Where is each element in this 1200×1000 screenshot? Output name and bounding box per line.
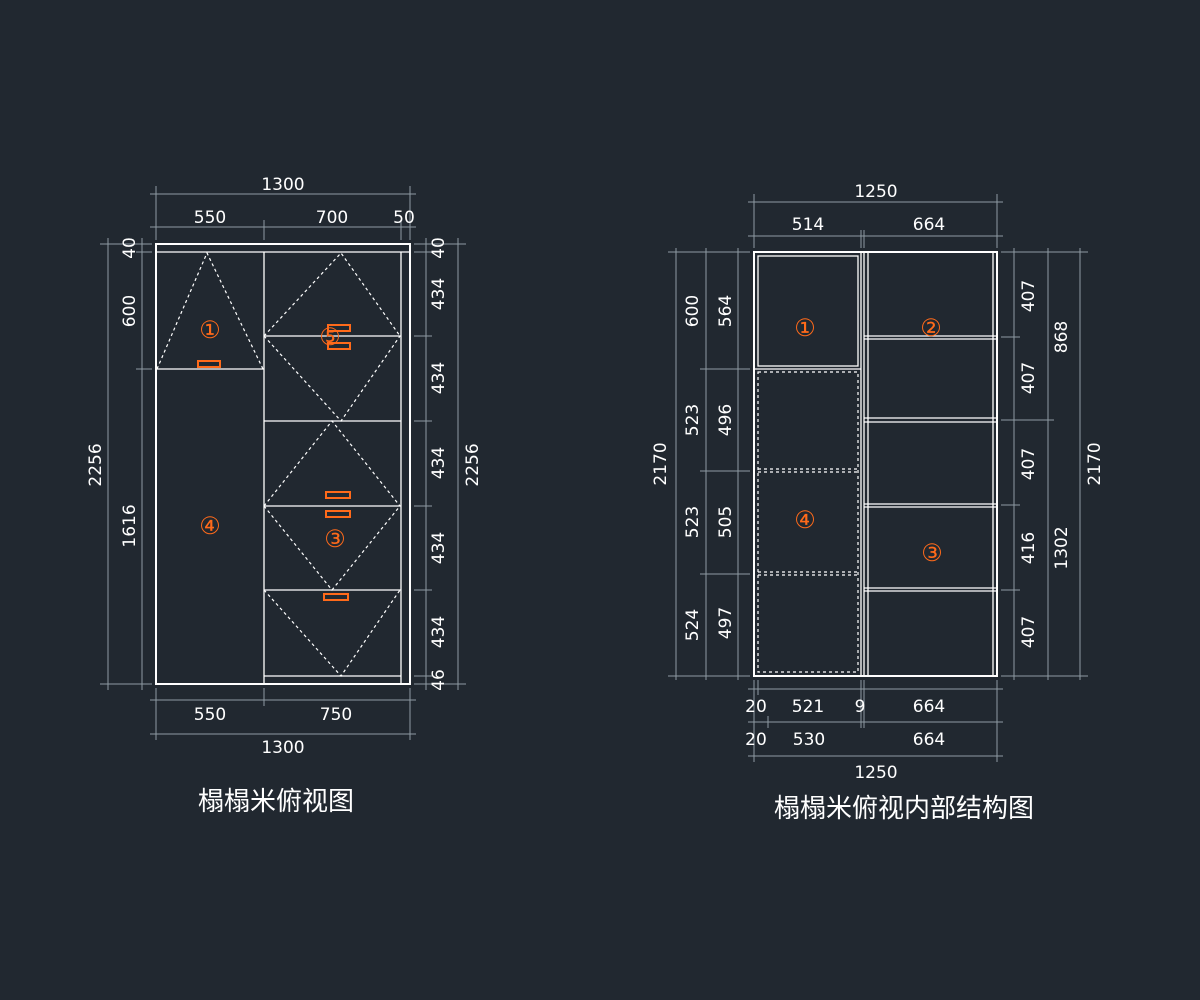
right-right-side-dimensions: 407 407 407 416 407 868 1302 2170 xyxy=(1001,248,1105,680)
dim-label: 20 xyxy=(745,697,767,717)
dim-label: 434 xyxy=(429,447,449,479)
dim-label: 9 xyxy=(855,697,866,717)
right-compartment-4 xyxy=(757,371,859,673)
dim-label: 514 xyxy=(792,215,824,235)
compartment-label: ④ xyxy=(199,512,221,540)
handle-icon xyxy=(327,324,351,332)
dim-label: 407 xyxy=(1019,616,1039,648)
right-compartment-1 xyxy=(757,255,859,367)
dim-label: 434 xyxy=(429,532,449,564)
dim-label: 750 xyxy=(320,705,352,725)
dim-label: 20 xyxy=(745,730,767,750)
right-bottom-dimensions: 20 521 9 664 20 530 664 1250 xyxy=(745,680,1003,783)
dim-label: 434 xyxy=(429,278,449,310)
dim-label: 496 xyxy=(716,404,736,436)
dim-label: 564 xyxy=(716,295,736,327)
dim-label: 497 xyxy=(716,607,736,639)
dim-label: 1616 xyxy=(120,504,140,547)
dim-label: 868 xyxy=(1052,321,1072,353)
dim-label: 2256 xyxy=(463,443,483,486)
dim-label: 46 xyxy=(429,669,449,691)
dim-label: 664 xyxy=(913,697,945,717)
compartment-label: ① xyxy=(199,316,221,344)
dim-label: 40 xyxy=(429,237,449,259)
left-lid-marking-5a xyxy=(263,252,401,337)
dim-label: 550 xyxy=(194,208,226,228)
dim-label: 664 xyxy=(913,730,945,750)
compartment-label: ② xyxy=(920,314,942,342)
left-lid-marking-5b xyxy=(263,335,401,422)
dim-label: 416 xyxy=(1019,532,1039,564)
dim-label: 2256 xyxy=(86,443,106,486)
dim-label: 523 xyxy=(683,506,703,538)
dim-label: 600 xyxy=(683,295,703,327)
compartment-label: ⑤ xyxy=(319,323,341,351)
dim-label: 523 xyxy=(683,404,703,436)
right-top-dimensions: 1250 514 664 xyxy=(748,182,1003,248)
dim-label: 434 xyxy=(429,362,449,394)
dim-label: 600 xyxy=(120,295,140,327)
dim-label: 50 xyxy=(393,208,415,228)
left-drawing: ① ⑤ ③ ④ 1300 550 700 50 550 750 1300 xyxy=(86,175,483,817)
dim-label: 407 xyxy=(1019,448,1039,480)
right-side-dimensions: 40 434 434 434 434 434 46 2256 xyxy=(414,237,483,691)
left-lid-marking-4 xyxy=(263,589,401,677)
dim-label: 1250 xyxy=(854,763,897,783)
dim-label: 664 xyxy=(913,215,945,235)
dim-label: 1302 xyxy=(1052,526,1072,569)
handle-icon xyxy=(327,342,351,350)
right-cabinet-outline xyxy=(753,251,998,677)
dim-label: 550 xyxy=(194,705,226,725)
left-bottom-dimensions: 550 750 1300 xyxy=(150,688,416,758)
compartment-label: ③ xyxy=(324,525,346,553)
dim-label: 524 xyxy=(683,609,703,641)
dim-label: 434 xyxy=(429,616,449,648)
left-cabinet-outline xyxy=(155,243,411,685)
dim-label: 40 xyxy=(120,237,140,259)
left-top-dimensions: 1300 550 700 50 xyxy=(150,175,416,240)
dim-label: 530 xyxy=(793,730,825,750)
compartment-label: ③ xyxy=(921,539,943,567)
handle-icon xyxy=(325,491,351,499)
dim-label: 1300 xyxy=(261,175,304,195)
dim-label: 2170 xyxy=(1085,442,1105,485)
dim-label: 505 xyxy=(716,506,736,538)
dim-label: 1250 xyxy=(854,182,897,202)
right-drawing: ① ② ③ ④ 1250 514 664 20 52 xyxy=(651,182,1105,824)
drawing-title: 榻榻米俯视图 xyxy=(198,787,354,817)
left-lid-marking-1 xyxy=(156,251,264,370)
dim-label: 521 xyxy=(792,697,824,717)
left-lid-marking-3b xyxy=(263,505,401,591)
compartment-label: ④ xyxy=(794,506,816,534)
handle-icon xyxy=(323,593,349,601)
right-left-side-dimensions: 2170 600 523 523 524 564 496 505 497 xyxy=(651,248,750,680)
dim-label: 407 xyxy=(1019,362,1039,394)
dim-label: 2170 xyxy=(651,442,671,485)
handle-icon xyxy=(197,360,221,368)
dim-label: 1300 xyxy=(261,738,304,758)
handle-icon xyxy=(325,510,351,518)
left-side-dimensions: 2256 40 600 1616 xyxy=(86,237,152,690)
dim-label: 700 xyxy=(316,208,348,228)
compartment-label: ① xyxy=(794,314,816,342)
dim-label: 407 xyxy=(1019,280,1039,312)
left-lid-marking-3a xyxy=(263,420,401,507)
drawing-title: 榻榻米俯视内部结构图 xyxy=(774,794,1034,824)
